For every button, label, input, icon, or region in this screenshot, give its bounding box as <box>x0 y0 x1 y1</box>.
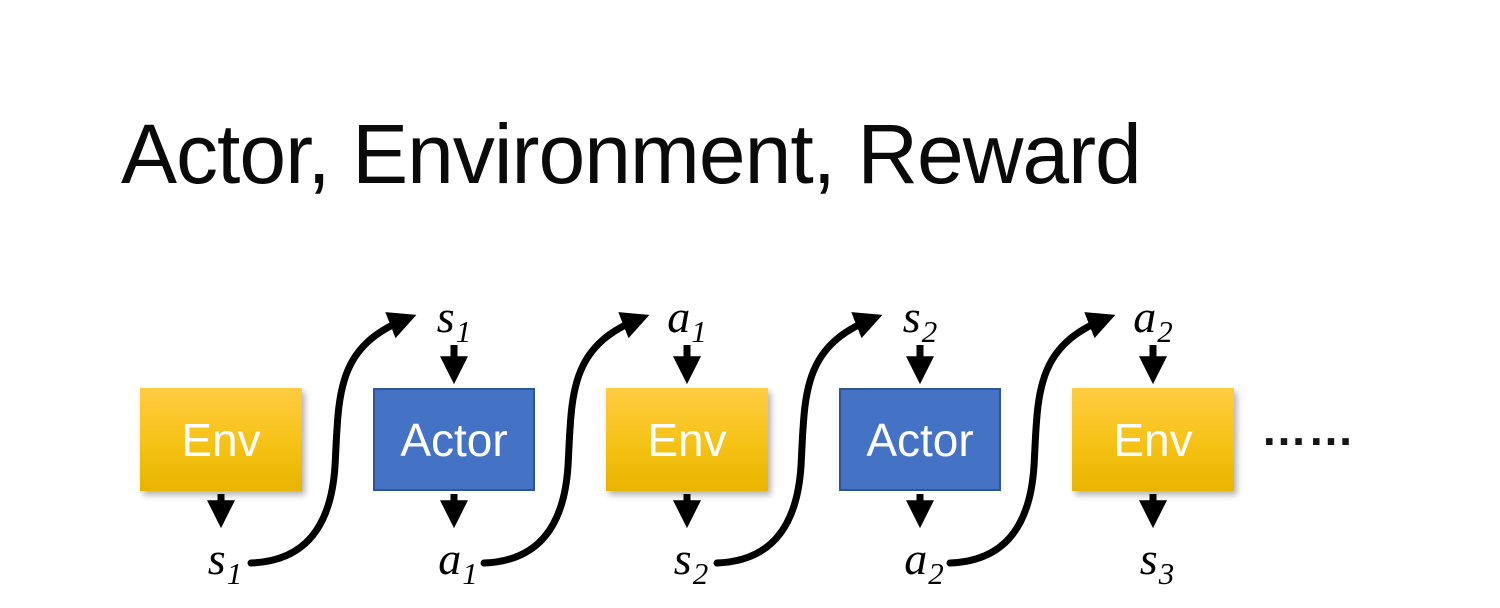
env-box-2-label: Env <box>647 413 727 466</box>
bottom-label-s2: s2 <box>673 533 709 591</box>
env-box-1: Env <box>140 388 302 491</box>
actor-box-1-label: Actor <box>400 413 508 466</box>
env-box-2: Env <box>606 388 768 491</box>
env-box-1-label: Env <box>181 413 261 466</box>
ellipsis: …… <box>1261 403 1355 455</box>
bottom-label-a1: a1 <box>438 533 478 591</box>
bottom-label-s3: s3 <box>1139 533 1175 591</box>
actor-box-2-label: Actor <box>866 413 974 466</box>
top-label-a1: a1 <box>667 291 707 349</box>
actor-box-1: Actor <box>373 388 535 491</box>
top-label-a2: a2 <box>1133 291 1173 349</box>
bottom-label-s1: s1 <box>207 533 243 591</box>
top-label-s2: s2 <box>902 291 938 349</box>
top-label-s1: s1 <box>436 291 472 349</box>
env-box-3-label: Env <box>1113 413 1193 466</box>
bottom-label-a2: a2 <box>904 533 944 591</box>
actor-box-2: Actor <box>839 388 1001 491</box>
page-title: Actor, Environment, Reward <box>121 107 1142 201</box>
env-box-3: Env <box>1072 388 1234 491</box>
